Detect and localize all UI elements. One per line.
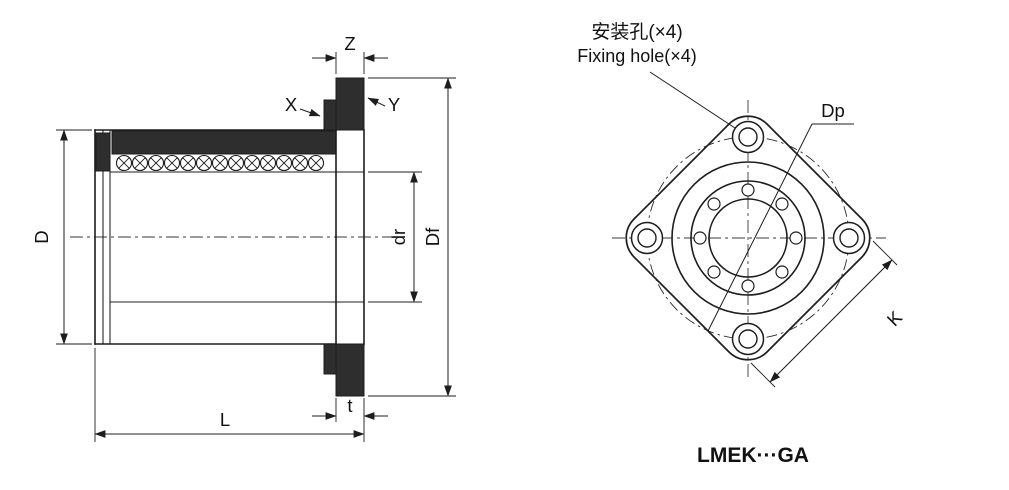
dim-label-D: D bbox=[31, 230, 52, 243]
dim-label-dr: dr bbox=[388, 229, 409, 245]
dim-Y: Y bbox=[367, 94, 400, 115]
shell-section bbox=[111, 130, 337, 155]
flange-section bbox=[323, 77, 365, 397]
dim-label-L: L bbox=[220, 409, 230, 430]
model-label: LMEK···GA bbox=[697, 444, 809, 467]
side-view: D Z X Y dr bbox=[31, 33, 456, 442]
fixing-hole-label-cn: 安装孔(×4) bbox=[591, 21, 682, 43]
dim-X: X bbox=[285, 94, 321, 117]
fixing-hole-label-en: Fixing hole(×4) bbox=[577, 46, 697, 66]
dim-label-t: t bbox=[347, 395, 352, 416]
front-view: 安装孔(×4) Fixing hole(×4) Dp K LMEK···GA bbox=[577, 21, 906, 467]
ball-row bbox=[115, 154, 325, 172]
dim-label-X: X bbox=[285, 94, 297, 115]
dim-label-Y: Y bbox=[388, 94, 400, 115]
dim-label-K: K bbox=[883, 306, 907, 330]
dim-label-Df: Df bbox=[422, 227, 443, 246]
dim-Z: Z bbox=[312, 33, 388, 74]
dim-Df: Df bbox=[368, 77, 456, 397]
fixing-hole-callout: 安装孔(×4) Fixing hole(×4) bbox=[577, 21, 736, 129]
seal-section bbox=[95, 132, 111, 172]
dim-t: t bbox=[312, 395, 388, 422]
bearing-bore-circles bbox=[671, 161, 825, 315]
bearing-body-outline bbox=[94, 129, 364, 345]
dim-dr: dr bbox=[368, 171, 422, 303]
dim-Dp: Dp bbox=[707, 100, 854, 332]
dim-label-Z: Z bbox=[344, 33, 355, 54]
dim-L: L bbox=[94, 348, 365, 442]
dim-label-Dp: Dp bbox=[821, 100, 845, 121]
dim-D: D bbox=[31, 129, 92, 345]
